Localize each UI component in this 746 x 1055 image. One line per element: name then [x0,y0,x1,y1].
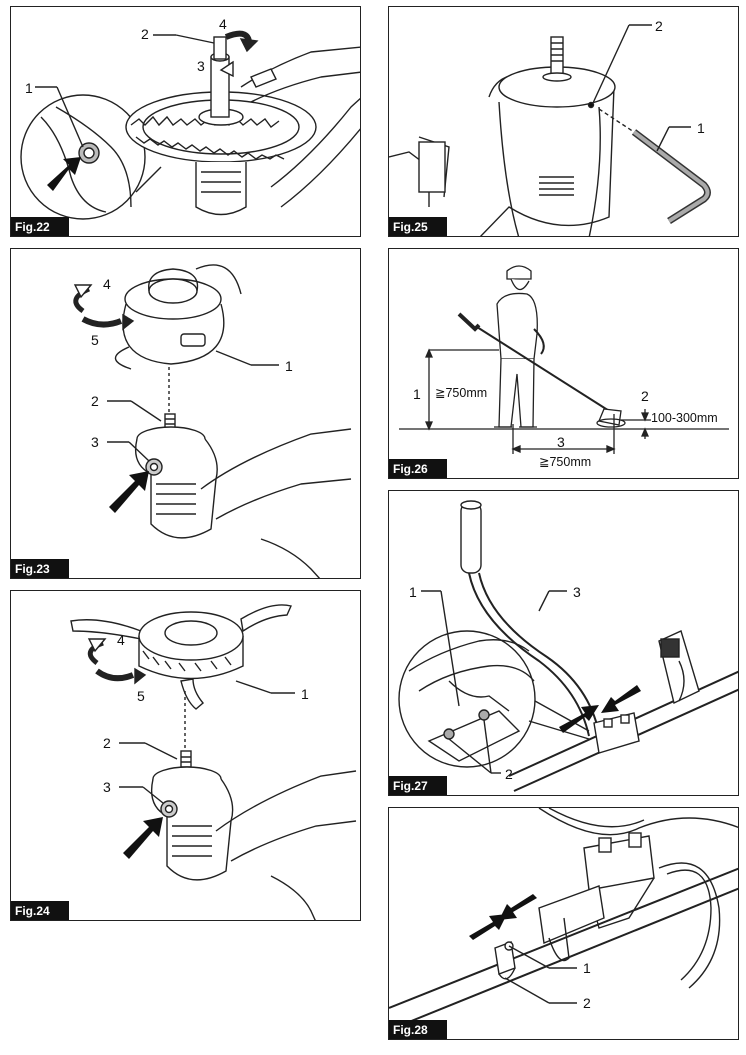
fig27-callout-2: 2 [505,766,513,782]
fig22-illustration [20,30,360,220]
fig23-callout-2: 2 [91,393,99,409]
fig25-callout-1: 1 [697,120,705,136]
fig24-label: Fig.24 [11,901,69,920]
fig23-callout-4: 4 [103,276,111,292]
fig26-callout-3: 3 [557,434,565,450]
fig25-callout-2: 2 [655,18,663,34]
figure-23-panel: 1 2 3 4 5 Fig.23 [10,248,361,579]
figure-24-panel: 1 2 3 4 5 Fig.24 [10,590,361,921]
fig26-callout-1: 1 [413,386,421,402]
fig23-callout-3: 3 [91,434,99,450]
fig28-callout-2: 2 [583,995,591,1011]
fig27-callout-3: 3 [573,584,581,600]
fig22-callout-4: 4 [219,16,227,32]
fig27-callout-1: 1 [409,584,417,600]
figure-26-panel: 1 ≧750mm 2 100-300mm 3 ≧750mm Fig.26 [388,248,739,479]
fig24-callout-2: 2 [103,735,111,751]
fig26-callout-2: 2 [641,388,649,404]
fig23-illustration [73,264,352,578]
fig22-callout-1: 1 [25,80,33,96]
fig24-callout-1: 1 [301,686,309,702]
fig24-callout-3: 3 [103,779,111,795]
fig26-label: Fig.26 [389,459,447,478]
fig24-callout-5: 5 [137,688,145,704]
fig25-label: Fig.25 [389,217,447,236]
fig28-callout-1: 1 [583,960,591,976]
fig26-gap-measurement: 100-300mm [651,411,718,425]
fig23-callout-5: 5 [91,332,99,348]
fig26-height-measurement: ≧750mm [435,386,488,400]
figure-22-panel: 1 2 3 4 Fig.22 [10,6,361,237]
fig22-callout-2: 2 [141,26,149,42]
fig22-callout-3: 3 [197,58,205,74]
fig23-label: Fig.23 [11,559,69,578]
fig26-distance-measurement: ≧750mm [539,455,592,469]
fig28-label: Fig.28 [389,1020,447,1039]
figure-28-panel: 1 2 Fig.28 [388,807,739,1040]
fig23-callout-1: 1 [285,358,293,374]
fig28-illustration [389,808,738,1027]
fig25-illustration [389,24,711,236]
fig24-illustration [70,604,357,920]
fig26-illustration [399,265,729,454]
fig24-callout-4: 4 [117,632,125,648]
fig27-illustration [398,500,738,792]
fig22-label: Fig.22 [11,217,69,236]
fig27-label: Fig.27 [389,776,447,795]
figure-27-panel: 1 2 3 Fig.27 [388,490,739,796]
figure-25-panel: 1 2 Fig.25 [388,6,739,237]
